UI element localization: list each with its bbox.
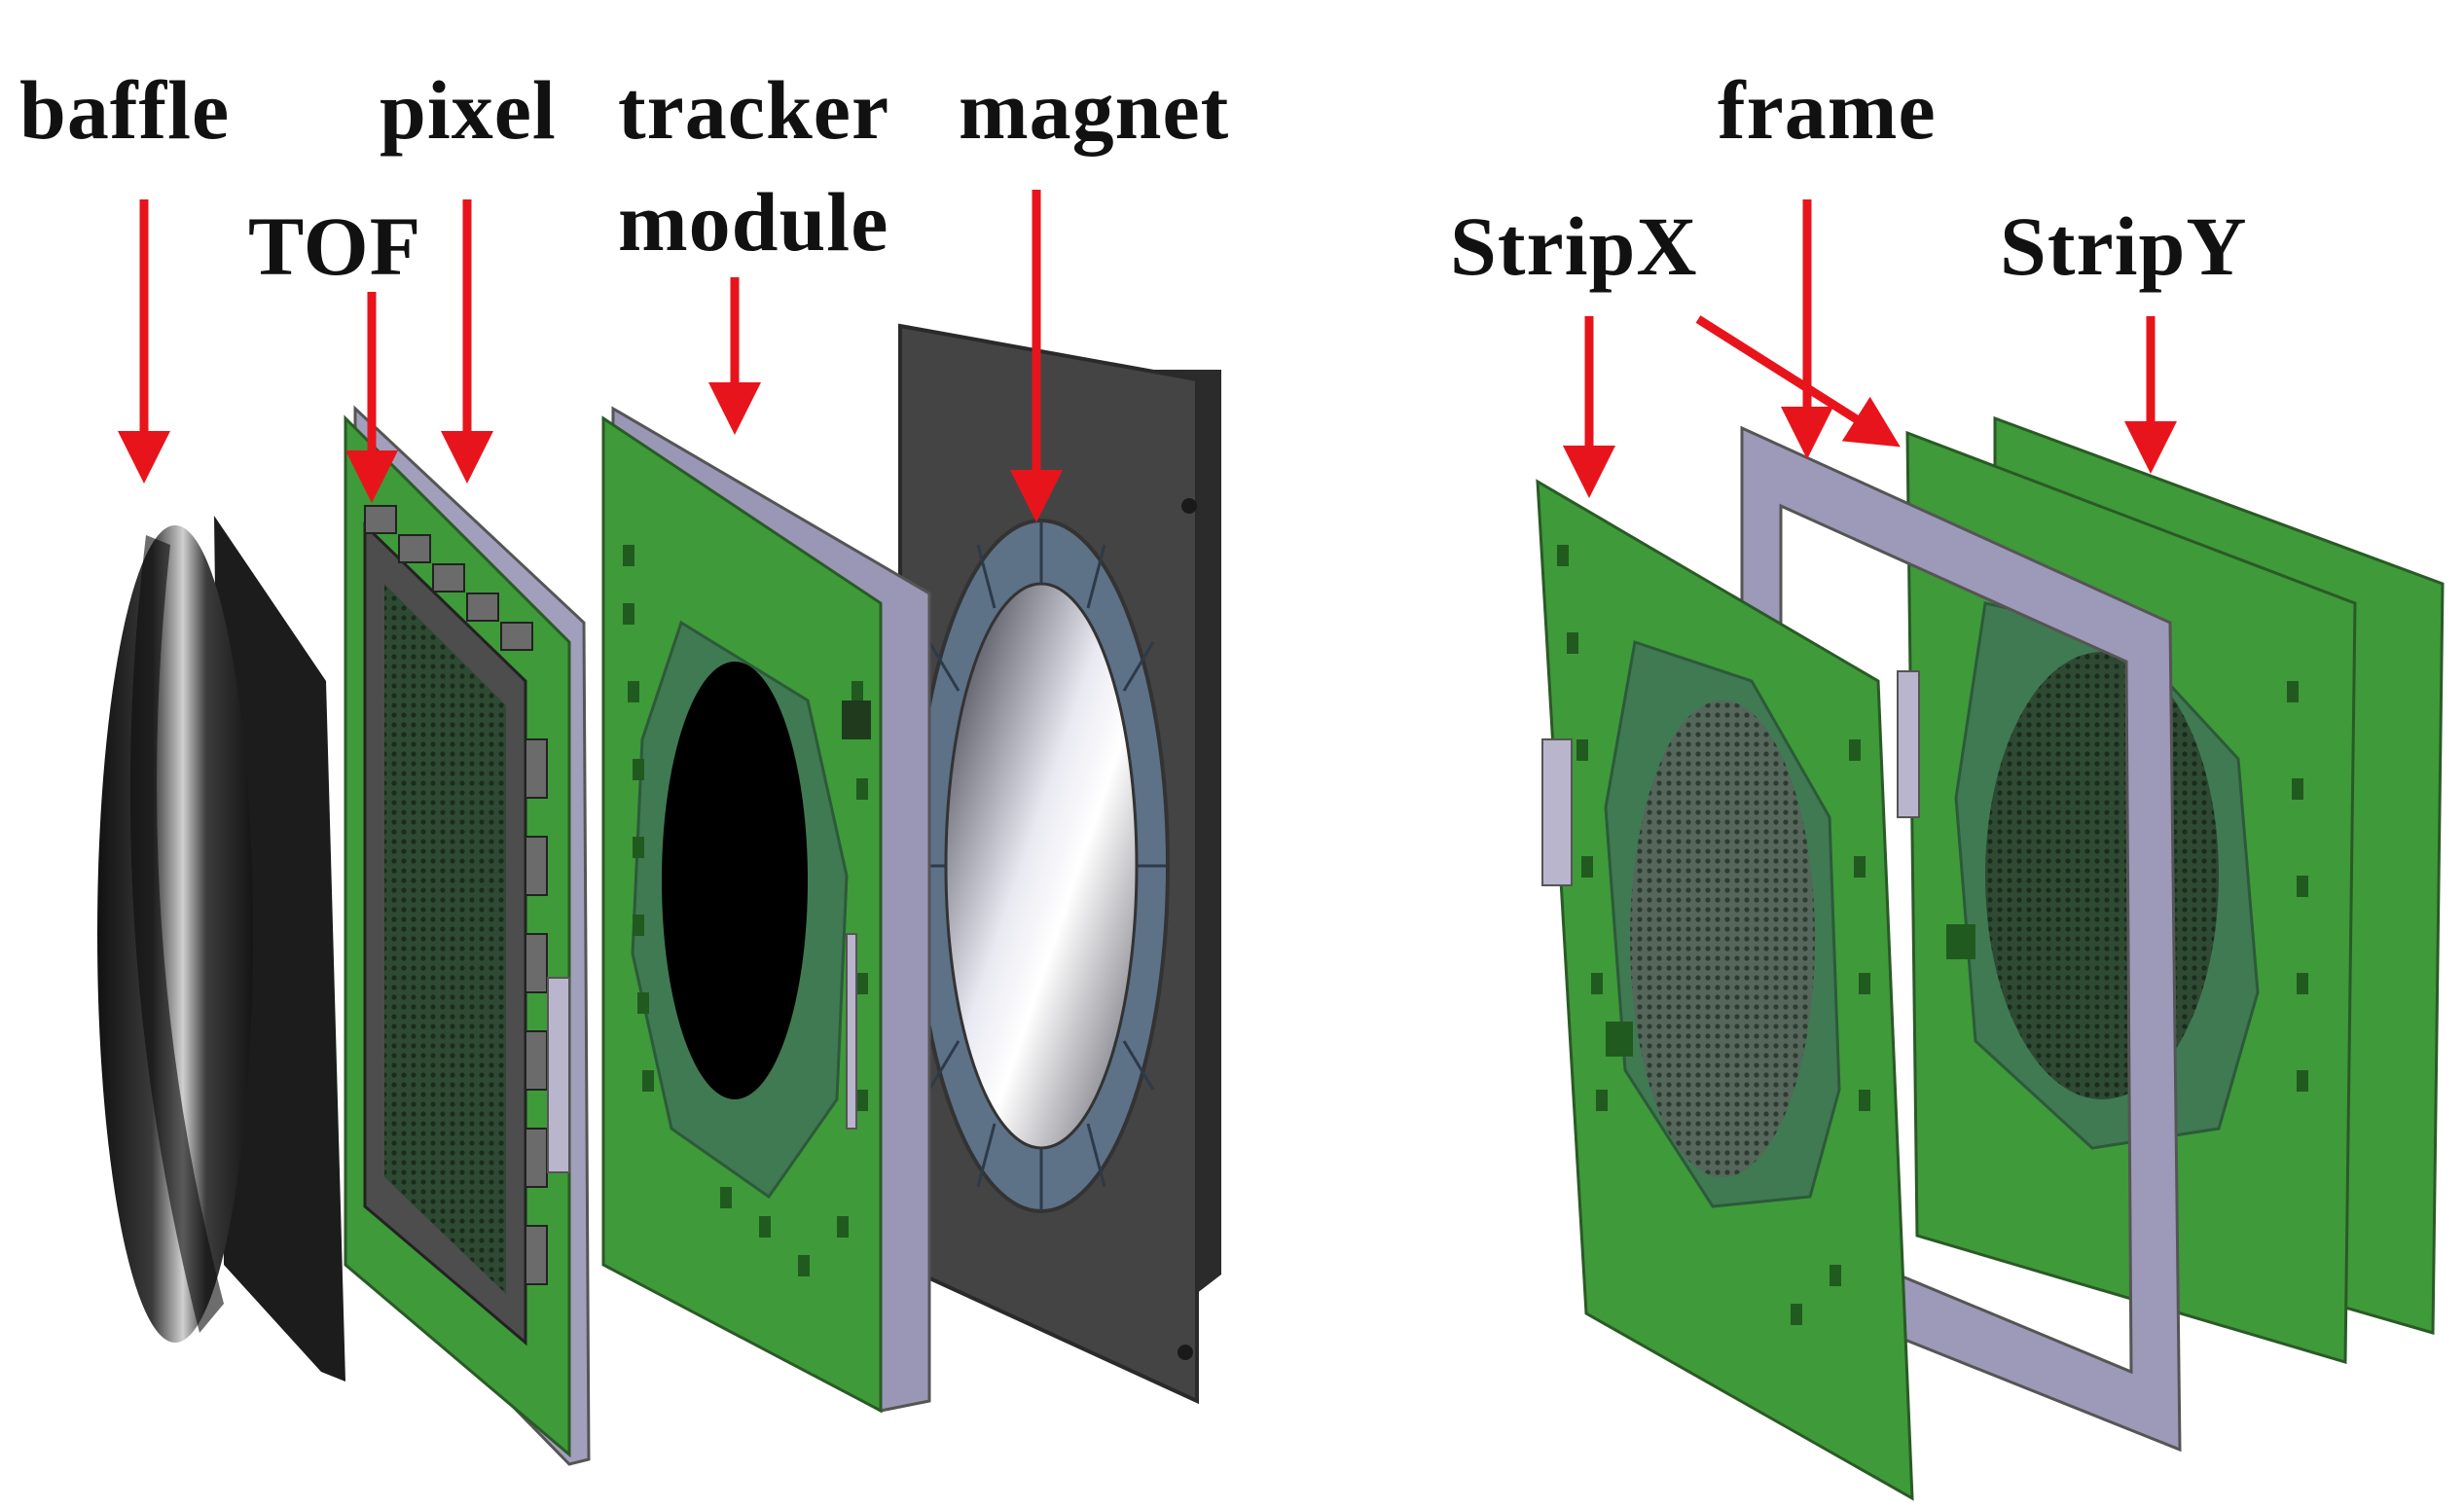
label-tracker: tracker	[618, 63, 890, 157]
label-stripx: StripX	[1450, 199, 1698, 293]
label-tof: TOF	[248, 199, 422, 293]
label-pixel: pixel	[380, 63, 557, 157]
stripx-board	[1536, 479, 1914, 1501]
label-magnet: magnet	[959, 63, 1230, 157]
label-module: module	[618, 175, 889, 269]
label-baffle: baffle	[19, 63, 231, 157]
label-stripy: StripY	[2000, 199, 2248, 293]
arrow-frame-diagonal	[1695, 315, 1901, 448]
magnet-block	[898, 323, 1221, 1405]
baffle-part	[97, 516, 345, 1382]
tracker-module-board	[601, 406, 931, 1414]
pixel-board	[344, 405, 591, 1466]
callout-arrows	[118, 190, 2177, 522]
label-frame: frame	[1718, 63, 1937, 157]
